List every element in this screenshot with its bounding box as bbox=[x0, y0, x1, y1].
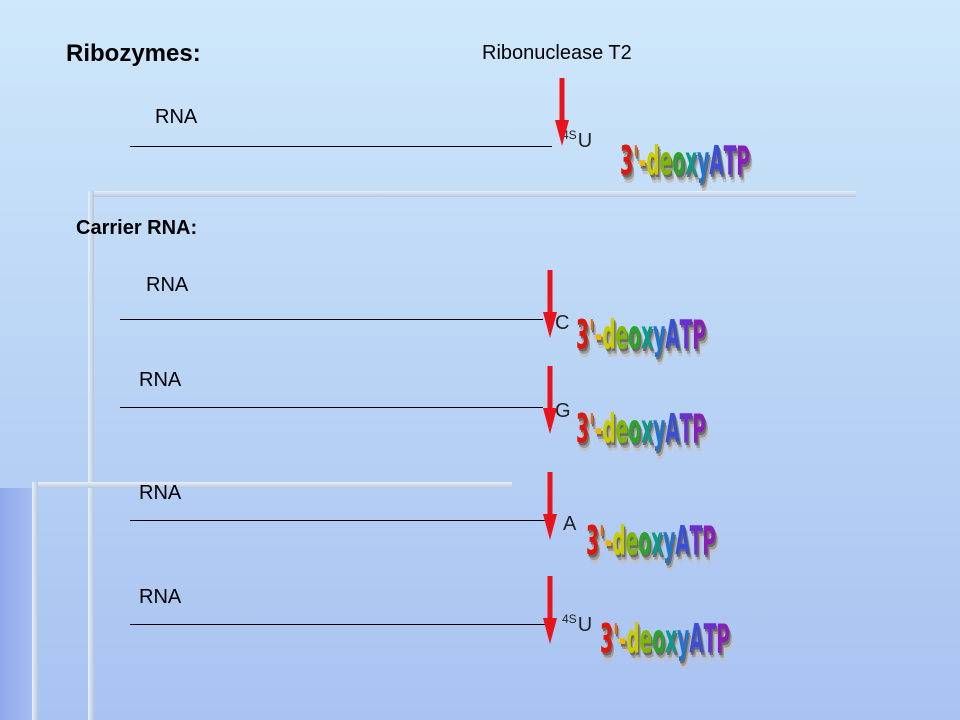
red-down-arrow-icon bbox=[543, 576, 557, 644]
decorative-bar bbox=[32, 482, 38, 720]
rna-strand bbox=[120, 407, 543, 408]
terminal-nucleotide: A bbox=[563, 513, 577, 535]
terminal-nucleotide: C bbox=[555, 312, 570, 334]
section-heading: Carrier RNA: bbox=[76, 217, 198, 239]
decorative-bar bbox=[88, 191, 94, 720]
red-down-arrow-icon bbox=[543, 472, 557, 540]
rna-label: RNA bbox=[155, 106, 198, 128]
background-panel bbox=[0, 488, 32, 720]
rna-strand bbox=[130, 520, 552, 521]
product-wordart: 3'-deoxyATP bbox=[576, 405, 706, 454]
red-down-arrow-icon bbox=[543, 366, 557, 434]
rna-label: RNA bbox=[139, 586, 182, 608]
enzyme-label: Ribonuclease T2 bbox=[482, 42, 632, 64]
red-down-arrow-icon bbox=[555, 78, 569, 146]
rna-strand bbox=[130, 146, 552, 147]
decorative-bar bbox=[32, 482, 512, 488]
rna-strand bbox=[130, 624, 552, 625]
rna-label: RNA bbox=[139, 482, 182, 504]
decorative-bar bbox=[88, 191, 856, 197]
terminal-nucleotide: 4SU bbox=[562, 612, 593, 636]
rna-label: RNA bbox=[146, 274, 189, 296]
rna-label: RNA bbox=[139, 369, 182, 391]
red-down-arrow-icon bbox=[543, 270, 557, 338]
product-wordart: 3'-deoxyATP bbox=[576, 311, 706, 360]
product-wordart: 3'-deoxyATP bbox=[620, 137, 750, 186]
product-wordart: 3'-deoxyATP bbox=[586, 517, 716, 566]
rna-strand bbox=[120, 319, 543, 320]
product-wordart: 3'-deoxyATP bbox=[600, 615, 730, 664]
slide-title: Ribozymes: bbox=[66, 40, 201, 67]
terminal-nucleotide: G bbox=[555, 400, 571, 422]
